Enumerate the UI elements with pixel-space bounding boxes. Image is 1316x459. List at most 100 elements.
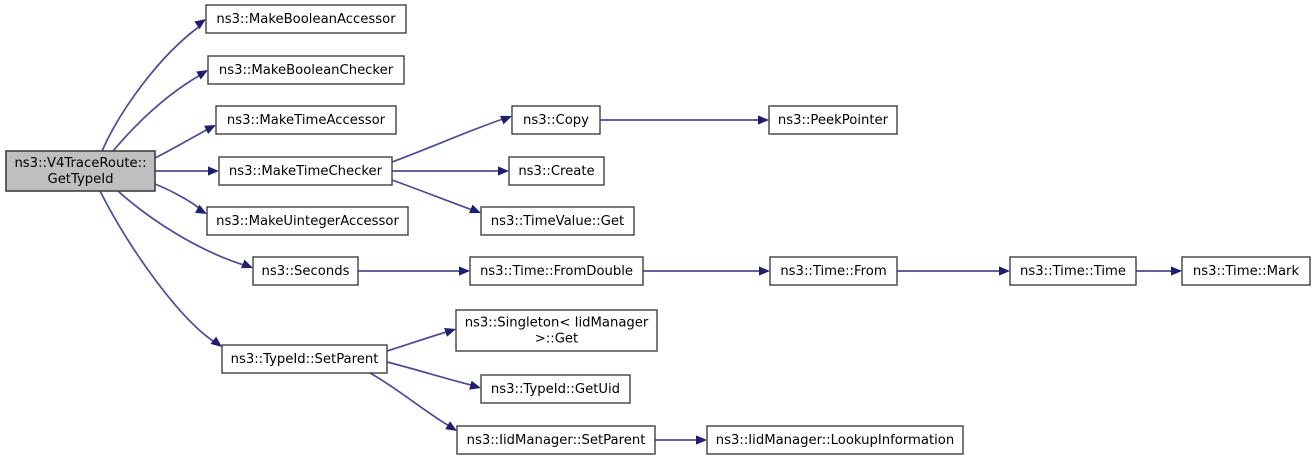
node-box[interactable] <box>456 425 656 455</box>
edges-layer <box>99 19 1182 445</box>
node-box[interactable] <box>252 256 359 286</box>
call-edge-timechk-to-tvget <box>391 179 481 214</box>
nodes-layer: ns3::V4TraceRoute::GetTypeId ns3::MakeBoo… <box>5 4 1311 455</box>
node-box[interactable] <box>205 4 407 34</box>
node-box[interactable] <box>206 206 409 236</box>
call-edge-root-to-timechk <box>155 166 219 176</box>
graph-node-timechk[interactable]: ns3::MakeTimeChecker <box>218 156 393 186</box>
node-box[interactable] <box>769 256 898 286</box>
node-label: >::Get <box>535 332 578 347</box>
call-edge-setparent-to-getuid <box>386 361 481 390</box>
edge-line <box>99 190 217 344</box>
graph-node-setparent[interactable]: ns3::TypeId::SetParent <box>221 344 388 374</box>
graph-node-getuid[interactable]: ns3::TypeId::GetUid <box>480 374 631 404</box>
node-label: ns3::Seconds <box>262 264 350 279</box>
edge-line <box>101 25 201 152</box>
graph-node-lookupinfo[interactable]: ns3::IidManager::LookupInformation <box>706 425 964 455</box>
graph-node-uintacc[interactable]: ns3::MakeUintegerAccessor <box>206 206 409 236</box>
graph-node-boolacc[interactable]: ns3::MakeBooleanAccessor <box>205 4 407 34</box>
node-box[interactable] <box>455 309 658 352</box>
graph-node-fromdouble[interactable]: ns3::Time::FromDouble <box>469 256 644 286</box>
arrowhead-icon <box>999 266 1010 276</box>
node-label: ns3::Copy <box>523 113 589 128</box>
node-box[interactable] <box>511 105 601 135</box>
edge-line <box>391 117 507 163</box>
graph-node-timemark[interactable]: ns3::Time::Mark <box>1181 256 1311 286</box>
node-label: ns3::Create <box>518 164 594 179</box>
arrowhead-icon <box>195 204 207 214</box>
call-edge-copy-to-peekptr <box>600 115 769 125</box>
graph-node-timeacc[interactable]: ns3::MakeTimeAccessor <box>215 105 397 135</box>
graph-node-root[interactable]: ns3::V4TraceRoute::GetTypeId <box>5 150 156 192</box>
node-box[interactable] <box>1009 256 1137 286</box>
call-edge-root-to-seconds <box>117 190 253 269</box>
edge-line <box>391 179 476 212</box>
graph-node-boolchk[interactable]: ns3::MakeBooleanChecker <box>207 55 405 85</box>
graph-node-tvget[interactable]: ns3::TimeValue::Get <box>480 206 635 236</box>
node-box[interactable] <box>469 256 644 286</box>
call-edge-timechk-to-create <box>392 166 509 176</box>
arrowhead-icon <box>469 380 481 390</box>
edge-line <box>386 361 476 387</box>
node-box[interactable] <box>218 156 393 186</box>
call-edge-seconds-to-fromdouble <box>358 266 470 276</box>
node-label: ns3::Time::Time <box>1020 264 1126 279</box>
node-label: ns3::TypeId::GetUid <box>491 382 620 397</box>
arrowhead-icon <box>196 70 208 80</box>
graph-node-seconds[interactable]: ns3::Seconds <box>252 256 359 286</box>
call-edge-fromdouble-to-timefrom <box>643 266 770 276</box>
edge-line <box>386 330 451 352</box>
graph-node-iidsetpar[interactable]: ns3::IidManager::SetParent <box>456 425 656 455</box>
call-edge-root-to-boolacc <box>101 19 206 152</box>
call-edge-timefrom-to-timetime <box>897 266 1010 276</box>
call-edge-setparent-to-iidsetpar <box>369 372 457 431</box>
edge-line <box>112 73 203 152</box>
node-label: ns3::MakeBooleanAccessor <box>216 12 396 27</box>
arrowhead-icon <box>498 166 509 176</box>
call-edge-root-to-timeacc <box>154 125 216 159</box>
call-edge-iidsetpar-to-lookupinfo <box>655 435 707 445</box>
edge-line <box>154 183 202 211</box>
node-label: ns3::MakeUintegerAccessor <box>216 214 399 229</box>
call-edge-root-to-setparent <box>99 190 222 347</box>
arrowhead-icon <box>696 435 707 445</box>
arrowhead-icon <box>194 19 206 30</box>
graph-node-timetime[interactable]: ns3::Time::Time <box>1009 256 1137 286</box>
edge-line <box>369 372 452 428</box>
arrowhead-icon <box>204 125 216 134</box>
node-box[interactable] <box>215 105 397 135</box>
node-label: ns3::TimeValue::Get <box>491 214 624 229</box>
call-edge-root-to-boolchk <box>112 70 208 152</box>
arrowhead-icon <box>758 115 769 125</box>
graph-node-timefrom[interactable]: ns3::Time::From <box>769 256 898 286</box>
node-label: ns3::MakeTimeChecker <box>229 164 383 179</box>
node-label: ns3::MakeTimeAccessor <box>227 113 386 128</box>
graph-node-copy[interactable]: ns3::Copy <box>511 105 601 135</box>
edge-line <box>117 190 248 267</box>
arrowhead-icon <box>444 328 456 337</box>
arrowhead-icon <box>208 166 219 176</box>
node-box[interactable] <box>508 156 605 186</box>
graph-node-peekptr[interactable]: ns3::PeekPointer <box>768 105 898 135</box>
node-label: ns3::IidManager::SetParent <box>467 433 646 448</box>
graph-node-singleton[interactable]: ns3::Singleton< IidManager>::Get <box>455 309 658 352</box>
arrowhead-icon <box>500 115 512 125</box>
call-edge-setparent-to-singleton <box>386 328 456 352</box>
arrowhead-icon <box>459 266 470 276</box>
node-label: ns3::IidManager::LookupInformation <box>716 433 954 448</box>
node-label: ns3::Time::From <box>780 264 886 279</box>
node-box[interactable] <box>207 55 405 85</box>
node-box[interactable] <box>5 150 156 192</box>
call-edge-timechk-to-copy <box>391 115 512 163</box>
arrowhead-icon <box>210 336 222 347</box>
node-box[interactable] <box>221 344 388 374</box>
node-box[interactable] <box>480 206 635 236</box>
node-box[interactable] <box>768 105 898 135</box>
node-box[interactable] <box>1181 256 1311 286</box>
node-label: GetTypeId <box>47 172 113 187</box>
call-edge-root-to-uintacc <box>154 183 207 214</box>
graph-node-create[interactable]: ns3::Create <box>508 156 605 186</box>
node-box[interactable] <box>706 425 964 455</box>
node-box[interactable] <box>480 374 631 404</box>
